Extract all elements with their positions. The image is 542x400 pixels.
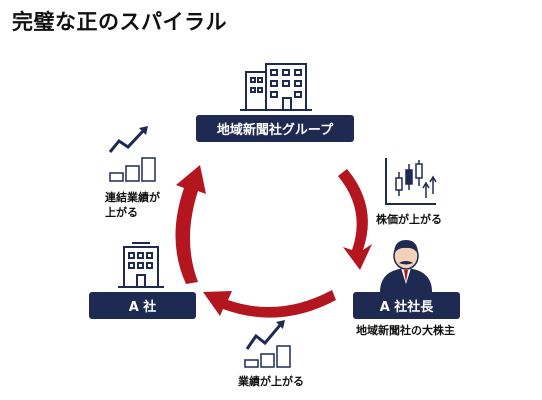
arrow-group-to-ceo: [338, 169, 372, 270]
businessman-icon: [380, 240, 432, 292]
node-ceo: A 社社長: [353, 292, 460, 319]
arrow-company-to-group: [175, 165, 206, 284]
cycle-arrows: [175, 165, 372, 318]
page-title: 完璧な正のスパイラル: [12, 10, 227, 34]
office-building-icon: [240, 63, 312, 111]
caption-consolidated-line2: 上がる: [105, 206, 138, 219]
small-building-icon: [118, 242, 164, 288]
arrow-ceo-to-company: [203, 290, 336, 318]
caption-stock-rises: 株価が上がる: [376, 213, 442, 226]
rising-bar-chart-icon-bottom: [244, 320, 291, 368]
candlestick-chart-icon: [385, 158, 437, 205]
node-company: A 社: [89, 292, 196, 319]
caption-performance-rises: 業績が上がる: [238, 375, 304, 388]
caption-consolidated-rises: 連結業績が 上がる: [105, 190, 160, 220]
caption-ceo-shareholder: 地域新聞社の大株主: [356, 324, 455, 337]
rising-bar-chart-icon-left: [108, 126, 156, 182]
caption-consolidated-line1: 連結業績が: [105, 191, 160, 204]
node-group: 地域新聞社グループ: [196, 115, 354, 142]
